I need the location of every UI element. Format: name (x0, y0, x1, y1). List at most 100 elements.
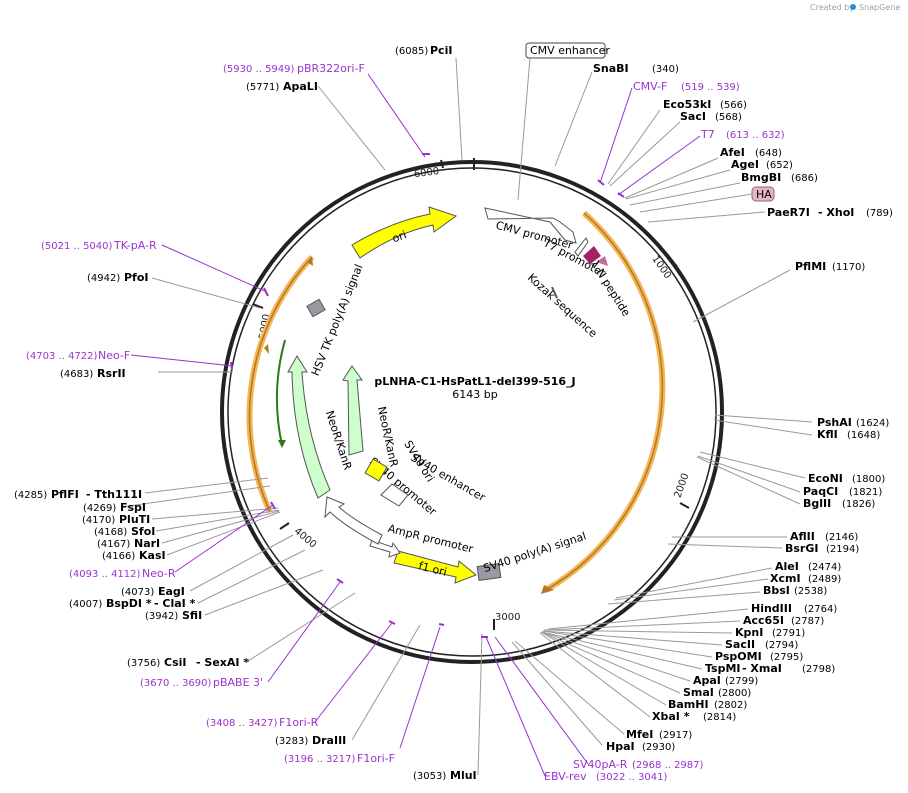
feature-sv40-polya-label: SV40 poly(A) signal (482, 530, 588, 576)
site-name: PaeR7I (767, 206, 810, 219)
feature-cmv-enhancer-line (517, 57, 531, 201)
site-pos: (1821) (849, 487, 882, 498)
primer-name: CMV-F (633, 80, 667, 93)
primer-range: (3196 .. 3217) (284, 754, 356, 765)
orf-left-arrow (248, 256, 313, 513)
site-name: HpaI (606, 740, 635, 753)
site-name: SmaI (683, 686, 714, 699)
site-name: RsrII (97, 367, 126, 380)
site-name: PluTI (119, 513, 150, 526)
plasmid-name: pLNHA-C1-HsPatL1-del399-516_J (374, 375, 575, 388)
site-name: MfeI (626, 728, 653, 741)
site-name: - Tth111I (86, 488, 142, 501)
primer-name: EBV-rev (544, 770, 587, 783)
primer-range: (2968 .. 2987) (632, 760, 704, 771)
site-name: KpnI (735, 626, 763, 639)
feature-lambda-n-tail (596, 256, 608, 266)
site-pos: (4073) (121, 587, 154, 598)
site-name: CsiI (164, 656, 186, 669)
plasmid-size: 6143 bp (452, 388, 497, 401)
site-pos: (2787) (791, 616, 824, 627)
site-pos: (4170) (82, 515, 115, 526)
orf-left-arrowhead-top (307, 256, 313, 266)
site-pos: (2194) (826, 544, 859, 555)
site-pos: (566) (720, 100, 747, 111)
feature-ampr-promoter-label: AmpR promoter (387, 522, 475, 556)
site-name: PfoI (124, 271, 149, 284)
site-name: SacII (725, 638, 755, 651)
site-name: BspDI * (106, 597, 152, 610)
feature-hsv-tk-box (306, 298, 326, 318)
feature-f1-ori (393, 550, 477, 584)
primer-range: (3022 .. 3041) (596, 772, 668, 783)
site-pos: (2794) (765, 640, 798, 651)
tick-label-6000: 6000 (413, 166, 440, 180)
orf-main-arrow (545, 212, 664, 591)
site-pos: (2538) (794, 586, 827, 597)
feature-ori-label: ori (390, 228, 408, 245)
site-pos: (2146) (825, 532, 858, 543)
left-site-leaders (121, 57, 483, 776)
feature-lambda-n (583, 246, 601, 264)
feature-kozak-mark (551, 286, 558, 299)
site-name: KflI (817, 428, 838, 441)
feature-neor-outer (287, 355, 331, 499)
site-name: PspOMI (715, 650, 762, 663)
tick-label-3000: 3000 (495, 612, 520, 623)
site-name: - SexAI * (196, 656, 249, 669)
feature-cmv-enhancer-label: CMV enhancer (530, 44, 610, 57)
site-name: PaqCI (803, 485, 838, 498)
primer-labels: CMV-F (519 .. 539) T7 (613 .. 632) (5930… (26, 62, 785, 783)
site-pos: (3942) (145, 611, 178, 622)
site-name: AleI (775, 560, 799, 573)
backbone-outer (220, 160, 724, 664)
feature-kozak-label: Kozak sequence (525, 271, 600, 340)
site-name: Acc65I (743, 614, 784, 627)
site-name: AfeI (720, 146, 745, 159)
site-pos: (652) (766, 160, 793, 171)
site-pos: (4167) (97, 539, 130, 550)
site-name: KasI (139, 549, 166, 562)
feature-neor-inner (342, 365, 364, 456)
primer-range: (4703 .. 4722) (26, 351, 98, 362)
site-name: BsrGI (785, 542, 818, 555)
primer-name: pBR322ori-F (297, 62, 365, 75)
orf-left-arrowhead-mid (264, 344, 269, 354)
site-pos: (4285) (14, 490, 47, 501)
primer-name: F1ori-F (357, 752, 395, 765)
site-pos: (2814) (703, 712, 736, 723)
orf-neor-arrow (275, 339, 286, 446)
primer-name: Neo-F (98, 349, 130, 362)
feature-cmv-promoter (484, 207, 577, 244)
site-pos: (2800) (718, 688, 751, 699)
primer-range: (5930 .. 5949) (223, 64, 295, 75)
site-pos: (4007) (69, 599, 102, 610)
site-name: XbaI * (652, 710, 690, 723)
site-pos: (2791) (772, 628, 805, 639)
site-pos: (1624) (856, 418, 889, 429)
site-pos: (2795) (770, 652, 803, 663)
site-name: ApaI (693, 674, 721, 687)
site-pos: (4942) (87, 273, 120, 284)
site-name: XcmI (770, 572, 801, 585)
site-pos: (2917) (659, 730, 692, 741)
primer-range: (3408 .. 3427) (206, 718, 278, 729)
feature-ha-label: HA (756, 188, 772, 201)
site-pos: (1648) (847, 430, 880, 441)
site-name: SacI (680, 110, 706, 123)
site-pos: (5771) (246, 82, 279, 93)
site-name: PciI (430, 44, 452, 57)
site-name: ApaLI (283, 80, 318, 93)
right-site-labels: SnaBI (340) Eco53kI (566) SacI (568) Afe… (593, 62, 893, 753)
site-name: PflMI (795, 260, 826, 273)
site-name: SnaBI (593, 62, 629, 75)
primer-range: (519 .. 539) (681, 82, 740, 93)
feature-ha-line (639, 193, 753, 213)
site-name: BglII (803, 497, 831, 510)
site-pos: (2764) (804, 604, 837, 615)
site-name: EcoNI (808, 472, 843, 485)
orf-main-arrowhead (541, 585, 554, 594)
site-pos: (686) (791, 173, 818, 184)
primer-range: (5021 .. 5040) (41, 241, 113, 252)
primer-range: (4093 .. 4112) (69, 569, 141, 580)
